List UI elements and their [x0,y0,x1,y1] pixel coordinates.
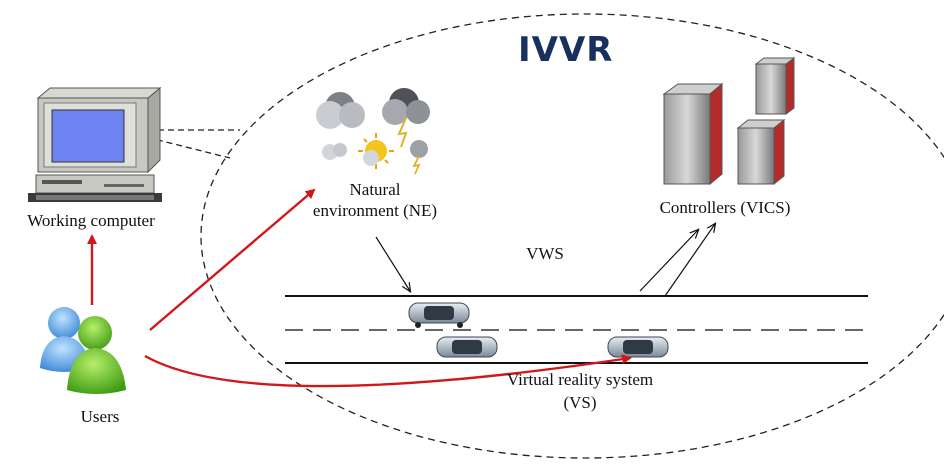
car-3 [607,336,669,358]
controllers-label: Controllers (VICS) [659,198,791,217]
diagram-title: IVVR [518,30,614,70]
users-icon [40,307,126,394]
vws-label: VWS [526,244,564,263]
users-to-ne-arrow [149,188,316,331]
users-label: Users [80,407,120,426]
car-2 [436,336,498,358]
controllers-servers-icon [662,57,796,186]
users-to-vs-arrow [144,354,632,388]
natural-environment-label-line2: environment (NE) [312,201,438,220]
ne-to-road-arrow [375,236,410,291]
road-lanes [285,295,868,364]
natural-environment-label-line1: Natural [349,180,401,199]
weather-icons [316,88,430,175]
car-1 [408,302,470,328]
working-computer-icon [28,86,162,202]
controllers-to-road-arrow [664,224,715,297]
ivvr-boundary-ellipse [200,13,944,459]
road-to-controllers-arrow [639,230,698,292]
vr-system-label-line2: (VS) [563,393,597,412]
vr-system-label-line1: Virtual reality system [506,370,654,389]
working-computer-label: Working computer [27,211,155,230]
